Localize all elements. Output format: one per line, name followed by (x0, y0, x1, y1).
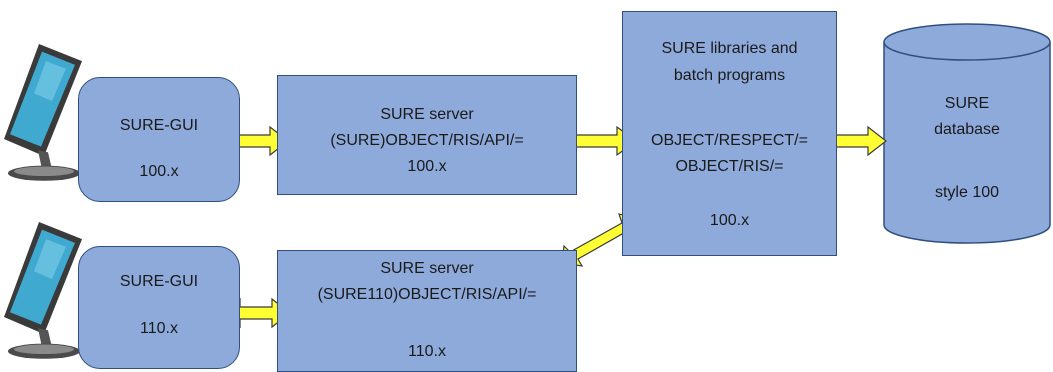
sure-libraries-box: SURE libraries and batch programs OBJECT… (622, 11, 837, 256)
database-cylinder-icon (883, 23, 1051, 244)
monitor-icon (4, 222, 82, 359)
server-title: SURE server (380, 260, 474, 277)
gui-version: 110.x (140, 320, 178, 337)
sure-gui-110-box: SURE-GUI 110.x (78, 246, 240, 369)
libraries-title-line1: SURE libraries and (661, 40, 798, 57)
libraries-path1: OBJECT/RESPECT/= (651, 132, 808, 149)
sure-gui-100-box: SURE-GUI 100.x (78, 77, 240, 202)
libraries-version: 100.x (709, 212, 750, 229)
monitor-icon (4, 44, 82, 181)
server-title: SURE server (380, 106, 474, 123)
database-style: style 100 (934, 184, 1000, 201)
server-path: (SURE110)OBJECT/RIS/API/= (317, 286, 537, 303)
server-version: 110.x (408, 343, 446, 360)
server-path: (SURE)OBJECT/RIS/API/= (330, 132, 524, 149)
gui-version: 100.x (139, 163, 179, 180)
database-label-line2: database (934, 121, 1000, 138)
libraries-title-line2: batch programs (673, 67, 786, 84)
gui-title: SURE-GUI (119, 117, 199, 134)
server-version: 100.x (407, 158, 447, 175)
gui-title: SURE-GUI (119, 273, 199, 290)
sure-server-110-box: SURE server (SURE110)OBJECT/RIS/API/= 11… (277, 250, 577, 372)
database-label-line1: SURE (944, 95, 990, 112)
sure-server-100-box: SURE server (SURE)OBJECT/RIS/API/= 100.x (277, 75, 577, 195)
libraries-path2: OBJECT/RIS/= (675, 158, 784, 175)
